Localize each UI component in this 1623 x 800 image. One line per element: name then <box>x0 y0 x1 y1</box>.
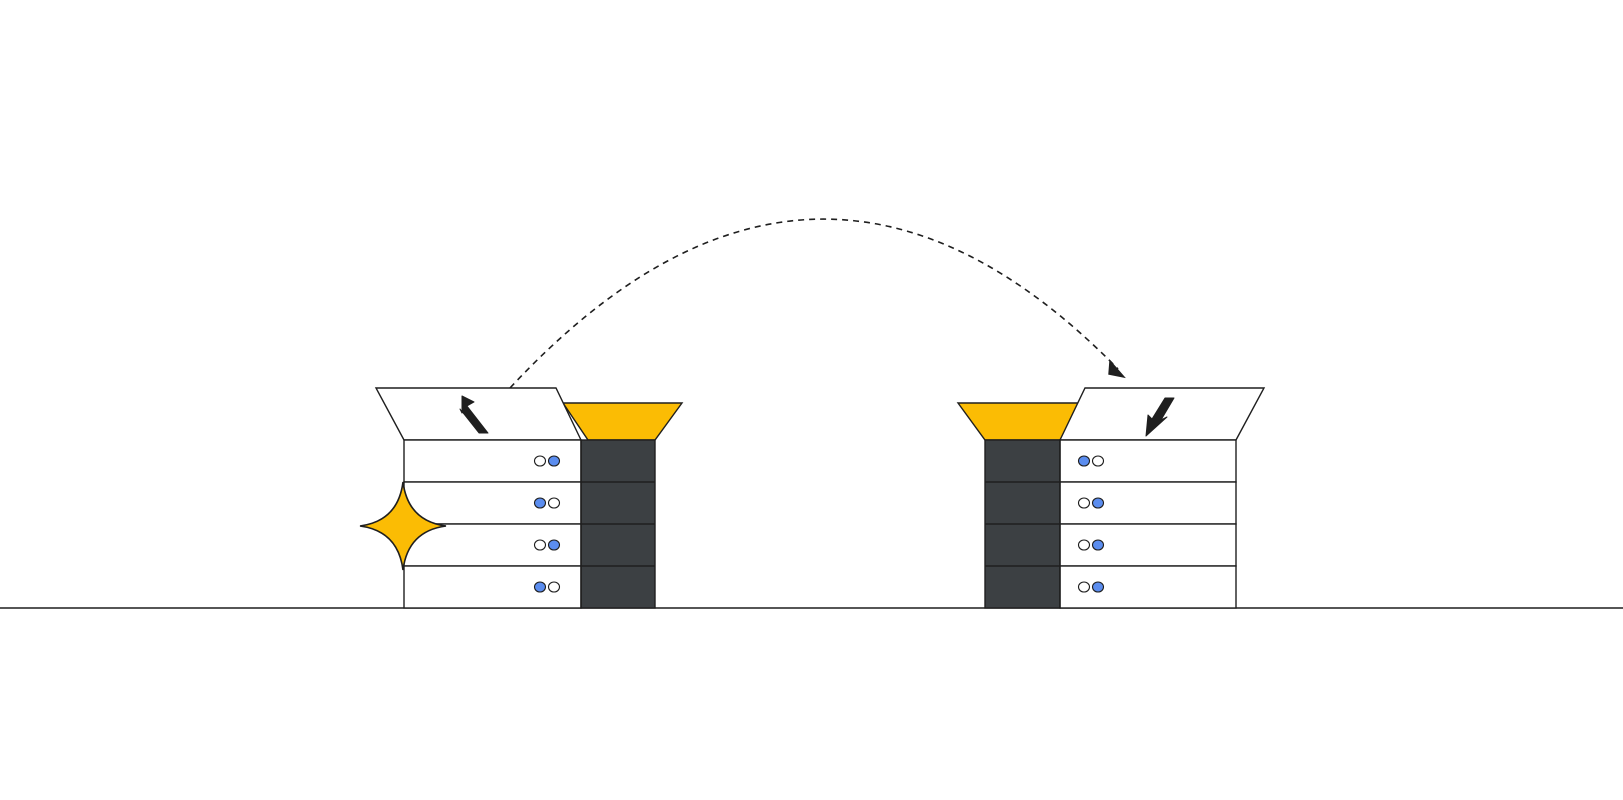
sparkle-icon <box>359 481 447 571</box>
arrow-up-left-icon <box>459 395 489 434</box>
status-led-white <box>547 497 561 509</box>
status-led-white <box>1077 497 1091 509</box>
box-flap-yellow-left <box>561 402 684 441</box>
status-led-white <box>547 581 561 593</box>
status-led-blue <box>533 497 547 509</box>
status-led-blue <box>1091 539 1105 551</box>
status-led-white <box>1091 455 1105 467</box>
status-led-blue <box>1091 581 1105 593</box>
status-led-blue <box>1091 497 1105 509</box>
status-led-white <box>1077 539 1091 551</box>
status-led-blue <box>547 455 561 467</box>
status-led-white <box>533 539 547 551</box>
server-rack-left <box>374 387 684 609</box>
transfer-arrowhead <box>1108 359 1126 379</box>
status-led-white <box>1077 581 1091 593</box>
server-units-right <box>985 439 1237 609</box>
transfer-arc <box>509 218 1119 389</box>
arrow-down-left-icon <box>1145 397 1175 437</box>
server-rack-right <box>956 387 1266 609</box>
status-led-blue <box>547 539 561 551</box>
status-led-blue <box>1077 455 1091 467</box>
status-led-white <box>533 455 547 467</box>
status-led-blue <box>533 581 547 593</box>
